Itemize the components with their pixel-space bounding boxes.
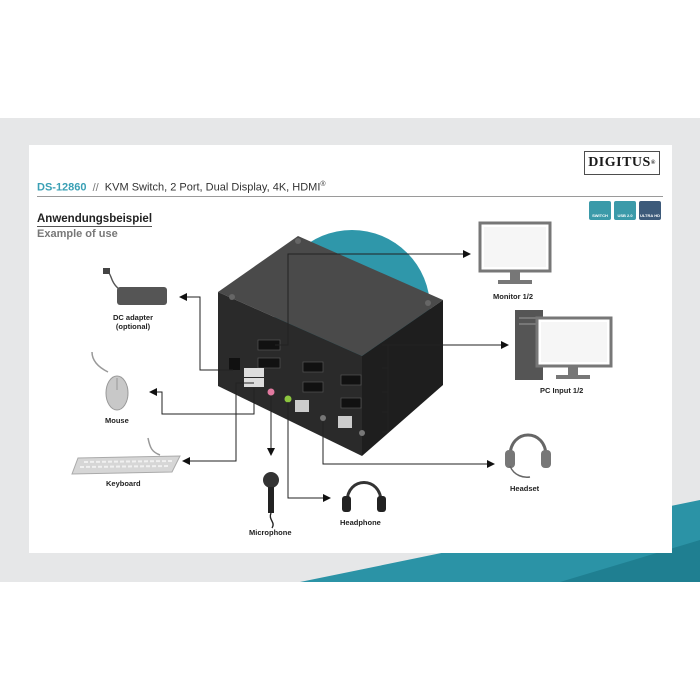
section-title-english: Example of use: [37, 228, 118, 240]
headset-label: Headset: [510, 484, 540, 493]
pc-input-label: PC Input 1/2: [540, 386, 584, 395]
monitor-label: Monitor 1/2: [493, 292, 534, 301]
product-description: KVM Switch, 2 Port, Dual Display, 4K, HD…: [104, 181, 321, 194]
header-divider: [37, 196, 663, 197]
feature-badges: SWITCH USB 2.0 ULTRA HD: [589, 201, 661, 220]
header-separator: //: [92, 181, 99, 194]
keyboard-label: Keyboard: [106, 479, 141, 488]
section-title-german: Anwendungsbeispiel: [37, 213, 153, 227]
keyboard-icon: [71, 437, 181, 475]
dc-adapter-icon: [103, 268, 167, 305]
headphone-icon: [342, 481, 386, 512]
connection-lines: [149, 250, 509, 502]
headset-icon: [505, 433, 551, 478]
microphone-icon: [263, 472, 279, 529]
microphone-label: Microphone: [249, 528, 292, 537]
model-number: DS-12860: [37, 181, 87, 194]
usb-icon: USB 2.0: [614, 201, 636, 220]
ultra-hd-icon: ULTRA HD: [639, 201, 661, 220]
mouse-icon: [91, 351, 129, 411]
switch-icon: SWITCH: [589, 201, 611, 220]
monitor-icon: [478, 221, 552, 284]
kvm-switch-device: [218, 236, 443, 456]
pc-icon: [515, 310, 613, 380]
mouse-label: Mouse: [105, 416, 129, 425]
product-header: DS-12860 // KVM Switch, 2 Port, Dual Dis…: [37, 181, 326, 194]
digitus-logo: DIGITUS®: [584, 151, 660, 175]
headphone-label: Headphone: [340, 518, 381, 527]
dc-adapter-label: DC adapter (optional): [113, 313, 154, 331]
